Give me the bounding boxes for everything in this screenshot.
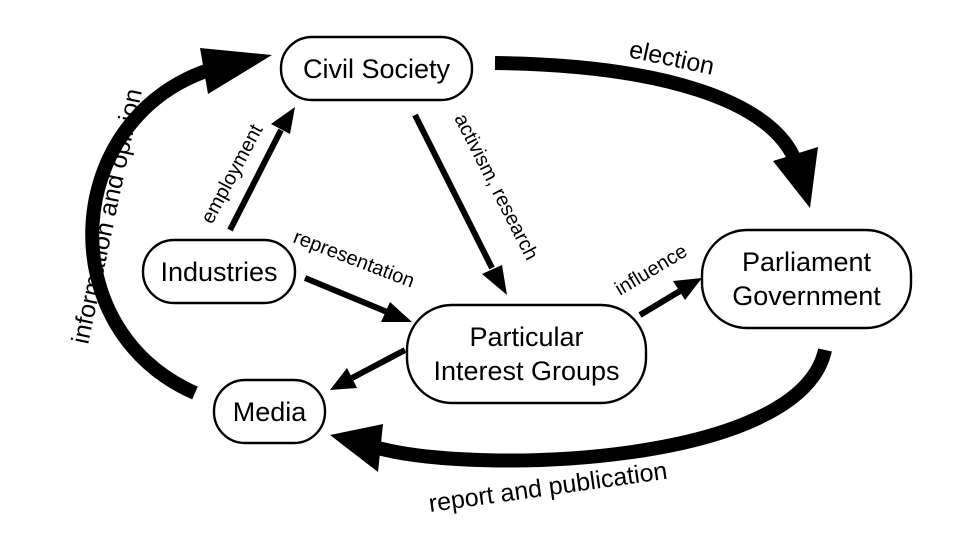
node-media-label: Media [233,397,308,427]
node-media: Media [212,378,327,445]
node-parliament-line2: Government [732,281,881,311]
node-interest-groups-line2: Interest Groups [433,356,619,386]
node-civil-society: Civil Society [279,35,474,102]
info-arrow [85,48,272,400]
report-arrow [330,348,832,472]
influence-arrow [638,278,702,318]
activism-arrow [412,113,507,295]
node-interest-groups: Particular Interest Groups [405,303,648,405]
node-interest-groups-line1: Particular [469,322,583,352]
node-parliament: Parliament Government [700,228,913,330]
election-arrow [494,56,818,208]
employment-arrow [227,107,295,232]
activism-label: activism, research [450,110,543,264]
node-industries-label: Industries [160,257,277,287]
node-civil-society-label: Civil Society [303,54,451,84]
representation-arrow [303,275,412,322]
interest-to-media-arrow [330,347,407,390]
node-parliament-line1: Parliament [742,247,872,277]
node-industries: Industries [141,238,297,305]
